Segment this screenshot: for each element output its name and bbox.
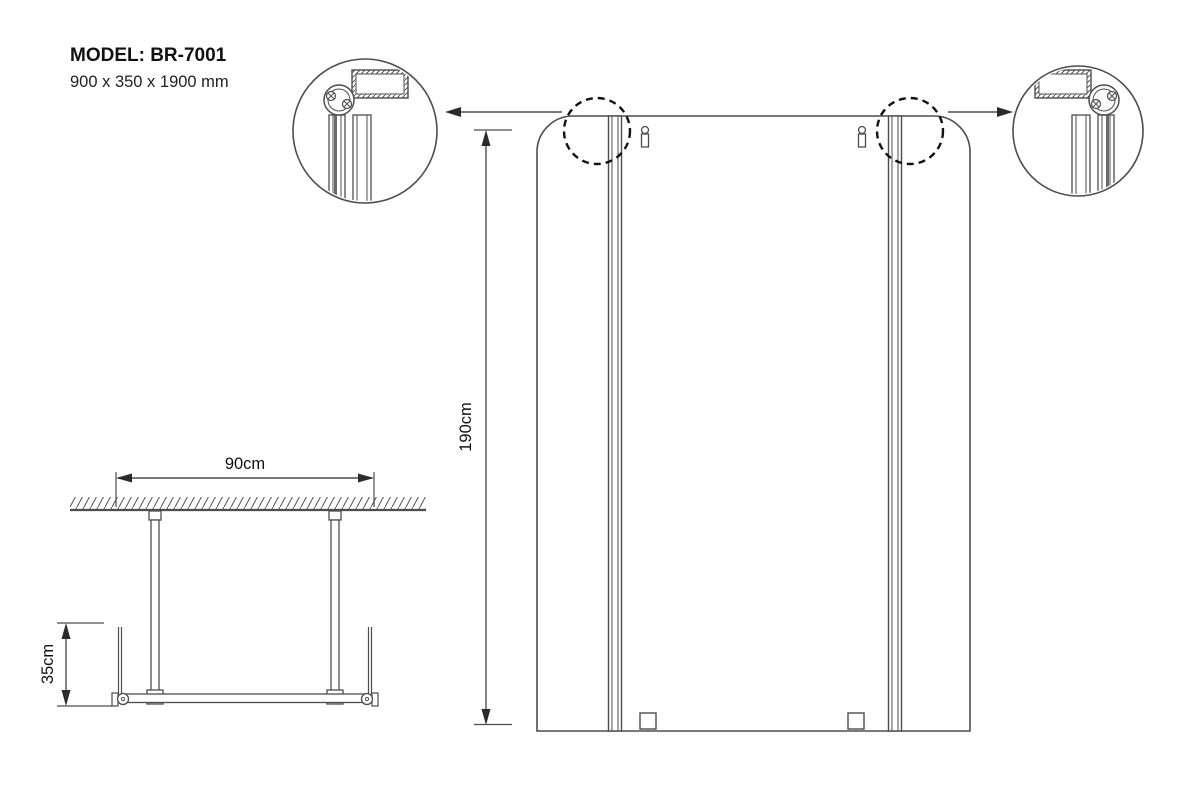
dimension-width: 90cm — [115, 455, 375, 507]
left-profile-bar — [607, 115, 623, 732]
dimension-height: 190cm — [457, 129, 512, 726]
plan-view — [70, 497, 426, 707]
detail-view-left — [292, 58, 438, 204]
leader-arrow-left — [445, 107, 562, 117]
glass-panel-outline — [536, 115, 971, 732]
top-pin-right — [857, 125, 867, 148]
screw-icon — [1106, 90, 1118, 102]
depth-dimension-label: 35cm — [39, 644, 57, 684]
leader-arrow-right — [948, 107, 1013, 117]
top-pin-left — [640, 125, 650, 148]
model-size: 900 x 350 x 1900 mm — [70, 73, 229, 91]
wall-hatch — [70, 497, 426, 510]
detail-marker-right — [875, 96, 945, 166]
width-dimension-label: 90cm — [225, 455, 265, 473]
plan-post-right — [326, 510, 344, 705]
right-profile-bar — [887, 115, 903, 732]
model-title: MODEL: BR-7001 — [70, 45, 227, 66]
plan-end-bracket-right — [360, 627, 379, 707]
bottom-clamp-right — [847, 712, 865, 730]
dimension-depth: 35cm — [39, 622, 112, 707]
screw-icon — [325, 90, 337, 102]
plan-support-bar — [120, 693, 370, 704]
plan-post-left — [146, 510, 164, 705]
title-block: MODEL: BR-7001 900 x 350 x 1900 mm — [70, 45, 229, 91]
height-dimension-label: 190cm — [457, 402, 475, 452]
screw-icon — [1090, 98, 1102, 110]
detail-left-profile-section — [323, 69, 409, 201]
detail-marker-left — [562, 96, 632, 166]
plan-end-bracket-left — [111, 627, 130, 707]
bottom-clamp-left — [639, 712, 657, 730]
detail-view-right — [1012, 65, 1144, 197]
screw-icon — [341, 98, 353, 110]
front-view — [536, 96, 971, 732]
